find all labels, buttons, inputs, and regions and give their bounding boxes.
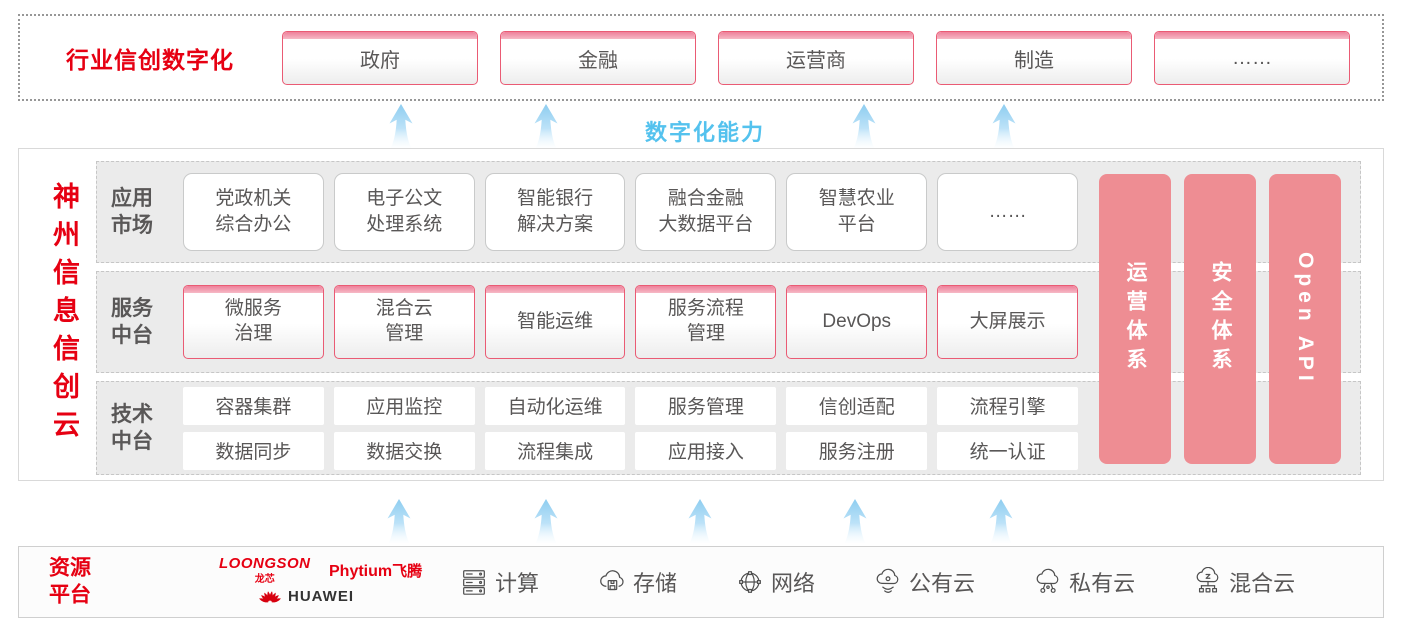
svc-card-intelligent-ops: 智能运维 [484,285,626,359]
app-market-boxes: 党政机关 综合办公 电子公文 处理系统 智能银行 解决方案 融合金融 大数据平台… [183,173,1078,251]
server-icon [463,570,485,595]
up-arrow-icon [534,499,558,543]
app-card-smart-banking: 智能银行 解决方案 [484,173,626,251]
svc-card-microservice-governance: 微服务 治理 [183,285,324,359]
tech-card-process-engine: 流程引擎 [937,386,1078,425]
platform-vertical-title: 神州信息信创云 [49,181,79,448]
tech-card-process-integration: 流程集成 [484,431,626,470]
phytium-cn-label: 飞腾 [392,563,423,580]
loongson-logo: LOONGSON 龙芯 [219,555,311,585]
svc-card-service-process-mgmt: 服务流程 管理 [635,285,777,359]
tech-card-xinchuang-adaptation: 信创适配 [786,386,928,425]
industry-boxes: 政府 金融 运营商 制造 …… [282,31,1350,85]
svc-card-devops: DevOps [786,285,928,359]
industry-card-government: 政府 [282,31,478,85]
banner-title: 行业信创数字化 [66,46,234,73]
tech-card-app-access: 应用接入 [635,431,777,470]
hybrid-cloud-icon [1196,567,1219,593]
up-arrow-icon [389,104,413,148]
industry-card-operator: 运营商 [718,31,914,85]
up-arrow-icon [688,499,712,543]
phytium-wordmark: Phytium [329,563,393,580]
vendor-logos: LOONGSON 龙芯 Phytium飞腾 [209,549,434,615]
app-card-edoc-system: 电子公文 处理系统 [333,173,475,251]
public-cloud-icon [876,568,899,593]
industry-card-manufacturing: 制造 [936,31,1132,85]
resource-platform-label: 资源 平台 [49,556,91,607]
pillars: 运营体系 安全体系 Open API [1099,174,1341,464]
service-platform-label: 服务 中台 [111,296,153,347]
tech-platform-boxes: 容器集群 应用监控 自动化运维 服务管理 信创适配 流程引擎 数据同步 数据交换… [183,386,1078,470]
phytium-logo: Phytium飞腾 [329,560,422,581]
up-arrow-icon [843,499,867,543]
svc-card-big-screen: 大屏展示 [937,285,1078,359]
resource-item-label: 网络 [771,571,816,596]
tech-card-data-sync: 数据同步 [183,431,324,470]
huawei-wordmark: HUAWEI [288,587,354,605]
app-card-party-gov-office: 党政机关 综合办公 [183,173,324,251]
up-arrow-icon [989,499,1013,543]
tech-card-service-registry: 服务注册 [786,431,928,470]
loongson-wordmark: LOONGSON [219,555,311,572]
resource-item-compute: 计算 [459,566,539,598]
digital-capability-label: 数字化能力 [644,120,766,145]
tech-card-unified-auth: 统一认证 [937,431,1078,470]
tech-card-automated-ops: 自动化运维 [484,386,626,425]
huawei-logo: HUAWEI [257,587,354,605]
app-market-label: 应用 市场 [111,186,153,237]
industry-digitalization-banner: 行业信创数字化 政府 金融 运营商 制造 …… [18,14,1384,101]
svc-card-hybrid-cloud-mgmt: 混合云 管理 [333,285,475,359]
tech-card-data-exchange: 数据交换 [333,431,475,470]
resource-items: 计算 存储 [459,547,1295,617]
platform-rows: 应用 市场 党政机关 综合办公 电子公文 处理系统 智能银行 解决方案 融合金融… [96,161,1361,483]
resource-item-label: 存储 [633,571,678,596]
loongson-cn-label: 龙芯 [254,574,275,585]
up-arrow-icon [992,104,1016,148]
resource-item-network: 网络 [735,566,815,598]
up-arrow-icon [387,499,411,543]
resource-item-hybrid-cloud: 混合云 [1193,566,1295,598]
resource-item-private-cloud: 私有云 [1033,566,1135,598]
pillar-open-api: Open API [1269,174,1341,464]
industry-card-finance: 金融 [500,31,696,85]
private-cloud-icon [1036,568,1059,593]
cloud-platform-panel: 神州信息信创云 应用 市场 党政机关 综合办公 电子公文 处理系统 智能银行 解… [18,148,1384,481]
up-arrow-icon [852,104,876,148]
resource-platform-bar: 资源 平台 LOONGSON 龙芯 Phytium飞腾 [18,546,1384,618]
service-platform-boxes: 微服务 治理 混合云 管理 智能运维 服务流程 管理 DevOps 大屏展示 [183,285,1078,359]
tech-card-app-monitoring: 应用监控 [333,386,475,425]
resource-item-label: 公有云 [909,571,976,596]
tech-card-container-cluster: 容器集群 [183,386,324,425]
app-card-smart-agriculture: 智慧农业 平台 [786,173,928,251]
tech-platform-label: 技术 中台 [111,402,153,453]
tech-platform-row: 技术 中台 容器集群 应用监控 自动化运维 服务管理 信创适配 流程引擎 数据同… [96,381,1361,475]
resource-item-storage: 存储 [597,566,677,598]
app-card-more: …… [937,173,1078,251]
resource-item-public-cloud: 公有云 [873,566,975,598]
resource-item-label: 计算 [495,571,540,596]
app-card-finance-bigdata: 融合金融 大数据平台 [635,173,777,251]
resource-item-label: 私有云 [1069,571,1136,596]
industry-card-more: …… [1154,31,1350,85]
storage-cloud-icon [600,570,624,591]
network-globe-icon [739,571,761,593]
pillar-security-system: 安全体系 [1184,174,1256,464]
huawei-flower-icon [259,591,281,603]
up-arrow-icon [534,104,558,148]
pillar-operation-system: 运营体系 [1099,174,1171,464]
tech-card-service-mgmt: 服务管理 [635,386,777,425]
resource-item-label: 混合云 [1229,571,1296,596]
